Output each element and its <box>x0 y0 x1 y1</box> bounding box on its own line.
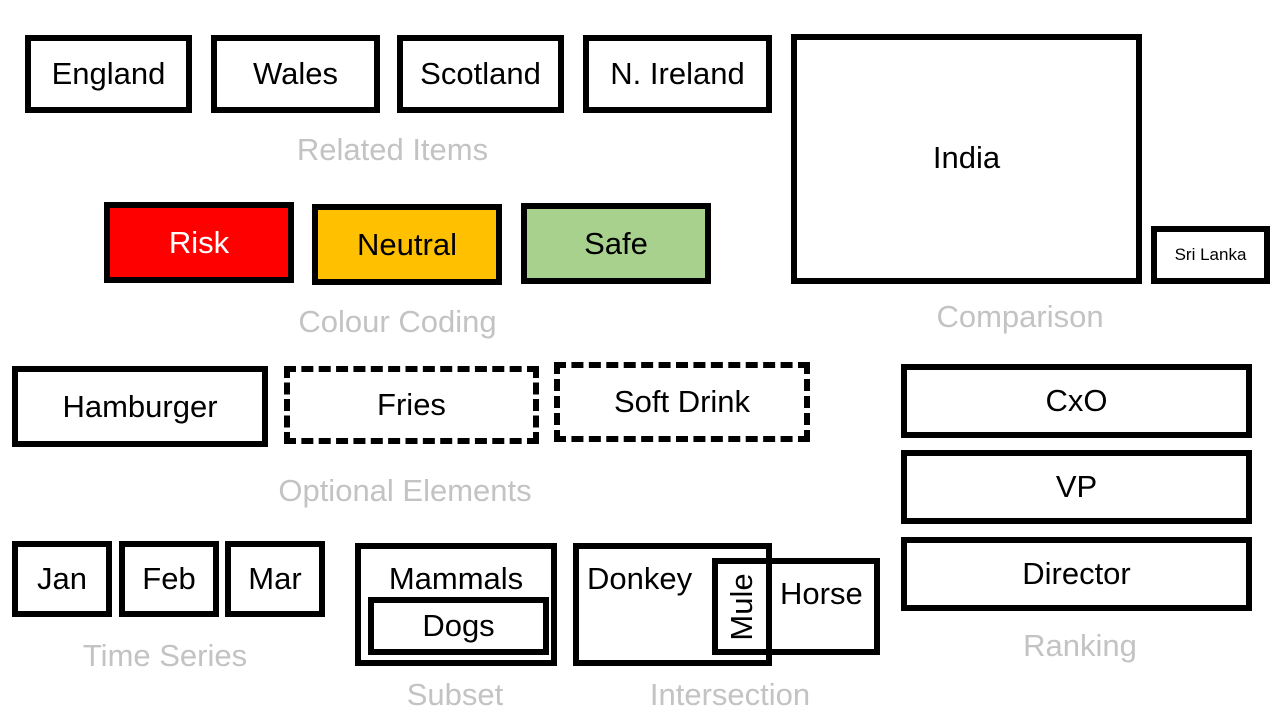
box-india: India <box>791 34 1142 284</box>
label-mammals: Mammals <box>388 561 524 596</box>
box-director: Director <box>901 537 1252 611</box>
box-feb: Feb <box>119 541 219 617</box>
box-hamburger: Hamburger <box>12 366 268 447</box>
box-jan: Jan <box>12 541 112 617</box>
label-horse: Horse <box>780 576 863 611</box>
box-england: England <box>25 35 192 113</box>
caption-colour-coding: Colour Coding <box>298 304 497 339</box>
box-safe: Safe <box>521 203 711 284</box>
label-donkey: Donkey <box>587 561 693 596</box>
box-n-ireland: N. Ireland <box>583 35 772 113</box>
box-dogs: Dogs <box>368 597 549 655</box>
box-donkey: Donkey <box>573 543 772 666</box>
box-wales: Wales <box>211 35 380 113</box>
label-mule: Mule <box>724 572 759 641</box>
caption-related-items: Related Items <box>296 132 489 167</box>
box-fries: Fries <box>284 366 539 444</box>
box-soft-drink: Soft Drink <box>554 362 810 442</box>
box-mule: Mule <box>712 558 772 655</box>
box-risk: Risk <box>104 202 294 283</box>
caption-time-series: Time Series <box>82 638 248 673</box>
box-mar: Mar <box>225 541 325 617</box>
box-neutral: Neutral <box>312 204 502 285</box>
box-sri-lanka: Sri Lanka <box>1151 226 1270 284</box>
caption-optional-elements: Optional Elements <box>278 473 532 508</box>
caption-intersection: Intersection <box>649 677 811 712</box>
box-cxo: CxO <box>901 364 1252 438</box>
caption-subset: Subset <box>406 677 504 712</box>
caption-ranking: Ranking <box>1023 628 1137 663</box>
caption-comparison: Comparison <box>936 299 1104 334</box>
box-scotland: Scotland <box>397 35 564 113</box>
box-vp: VP <box>901 450 1252 524</box>
